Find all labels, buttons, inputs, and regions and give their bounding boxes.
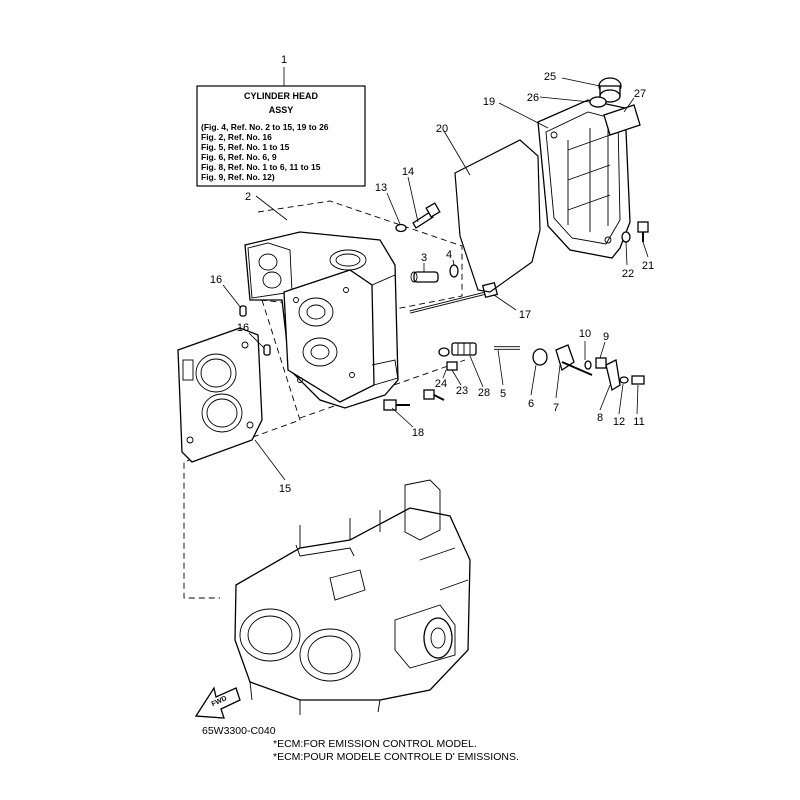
footnote-line: *ECM:FOR EMISSION CONTROL MODEL. [273, 738, 477, 750]
info-box-line: Fig. 5, Ref. No. 1 to 15 [201, 142, 290, 152]
bolt [423, 361, 458, 401]
callout-1: 1 [281, 54, 287, 66]
callout-27: 27 [634, 88, 646, 100]
callout-13: 13 [375, 182, 387, 194]
bolt [412, 202, 441, 229]
callout-10: 10 [579, 328, 591, 340]
fwd-arrow-icon: FWD [194, 686, 241, 719]
head-gasket [177, 327, 263, 463]
assembly-info-box: CYLINDER HEAD ASSY (Fig. 4, Ref. No. 2 t… [196, 67, 366, 187]
info-box-line: Fig. 8, Ref. No. 1 to 6, 11 to 15 [201, 162, 321, 172]
callout-19: 19 [483, 96, 495, 108]
bolt [383, 399, 410, 411]
callout-11: 11 [633, 416, 644, 428]
cap-nut [532, 348, 548, 366]
footnote-line: *ECM:POUR MODELE CONTROLE D' EMISSIONS. [273, 751, 519, 763]
callout-20: 20 [436, 123, 448, 135]
spark-plug [438, 342, 477, 357]
callout-23: 23 [456, 385, 468, 397]
callout-5: 5 [500, 388, 506, 400]
callout-22: 22 [622, 268, 634, 280]
callout-12: 12 [613, 416, 625, 428]
thermostat-sleeve [410, 271, 439, 283]
callout-18: 18 [412, 427, 424, 439]
bolt [637, 221, 649, 242]
callout-15: 15 [279, 483, 291, 495]
info-box-line: Fig. 9, Ref. No. 12) [201, 172, 275, 182]
oil-filler-cap [598, 77, 622, 103]
bolt [619, 375, 645, 385]
info-box-subtitle: ASSY [269, 105, 294, 115]
callout-25: 25 [544, 71, 556, 83]
dowel-pin [239, 305, 271, 356]
callout-14: 14 [402, 166, 414, 178]
valve-housing [555, 344, 593, 376]
info-box-line: Fig. 2, Ref. No. 16 [201, 132, 272, 142]
callout-26: 26 [527, 92, 539, 104]
callout-8: 8 [597, 412, 603, 424]
plate [605, 359, 621, 392]
callout-16: 16 [210, 274, 222, 286]
cover-gasket [454, 139, 541, 293]
cap-gasket [589, 96, 607, 108]
figure-code: 65W3300-C040 [202, 725, 276, 737]
o-ring [449, 264, 459, 278]
callout-4: 4 [446, 249, 452, 261]
info-box-line: (Fig. 4, Ref. No. 2 to 15, 19 to 26 [201, 122, 329, 132]
info-box-title: CYLINDER HEAD [244, 91, 319, 101]
callout-2: 2 [245, 191, 251, 203]
cylinder-head [244, 231, 399, 409]
washer [621, 231, 631, 243]
callout-28: 28 [478, 387, 490, 399]
callout-17: 17 [519, 309, 531, 321]
label-plate [603, 104, 641, 136]
cylinder-head-cover [537, 99, 631, 259]
callout-16: 16 [237, 322, 249, 334]
callout-6: 6 [528, 398, 534, 410]
callout-3: 3 [421, 252, 427, 264]
cylinder-block [234, 479, 471, 715]
callout-24: 24 [435, 378, 447, 390]
leader-lines [222, 77, 649, 481]
callout-labels: 1 2 3 4 5 6 7 8 9 10 11 12 13 14 15 16 1… [210, 54, 654, 495]
info-box-line: Fig. 6, Ref. No. 6, 9 [201, 152, 277, 162]
bolt [584, 357, 607, 370]
callout-9: 9 [603, 331, 609, 343]
washer [395, 223, 407, 233]
callout-7: 7 [553, 402, 559, 414]
callout-21: 21 [642, 260, 654, 272]
